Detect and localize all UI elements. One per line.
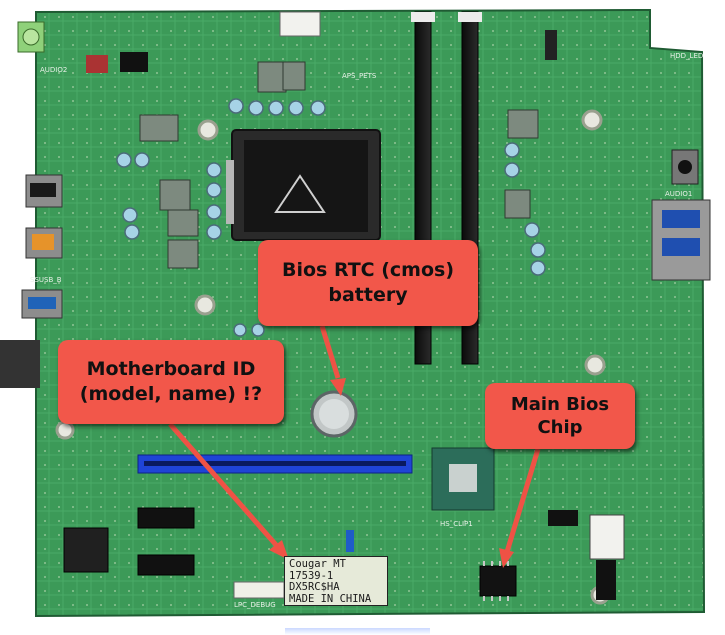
sticker-line-2: 17539-1: [289, 569, 334, 582]
rear-io: [0, 21, 63, 388]
silk-hs-clip: HS_CLIP1: [440, 520, 473, 528]
pcie-x1-slot-1: [137, 507, 195, 529]
silk-audio2: AUDIO2: [40, 66, 68, 74]
silk-audio1: AUDIO1: [665, 190, 693, 198]
callout-main-bios-chip: Main Bios Chip: [485, 383, 635, 449]
cpu-socket-icon: [226, 129, 381, 241]
chipset-icon: [431, 447, 495, 511]
silk-hdd-led: HDD_LED: [670, 52, 704, 60]
callout-rtc-line-1: Bios RTC (cmos): [281, 259, 455, 282]
callout-bios-line-2: Chip: [537, 417, 583, 438]
callout-id-line-2: (model, name) !?: [79, 383, 263, 405]
bios-chip-icon: [479, 561, 517, 601]
callout-rtc-battery: Bios RTC (cmos) battery: [258, 240, 478, 326]
board-id-sticker: Cougar MT 17539-1 DX5RC$HA MADE IN CHINA: [284, 556, 388, 606]
silk-ssusb: SSUSB_B: [30, 276, 62, 284]
right-io: [651, 149, 711, 281]
silk-aps-pets: APS_PETS: [342, 72, 377, 80]
pcie-x1-slot-2: [137, 554, 195, 576]
silk-lpc-debug: LPC_DEBUG: [234, 601, 276, 609]
vrm-area: [139, 61, 539, 269]
sticker-line-1: Cougar MT: [289, 558, 346, 570]
callout-motherboard-id: Motherboard ID (model, name) !?: [58, 340, 284, 424]
callout-arrows: [168, 325, 541, 568]
cmos-battery-icon: [310, 390, 358, 438]
sticker-line-3: DX5RC$HA: [289, 581, 340, 593]
callout-bios-line-1: Main Bios: [510, 393, 610, 415]
sticker-line-4: MADE IN CHINA: [289, 592, 372, 605]
pcie-x16-slot: [137, 454, 413, 474]
bottom-glow: [285, 628, 430, 635]
callout-rtc-line-2: battery: [328, 284, 408, 306]
callout-id-line-1: Motherboard ID: [86, 358, 256, 381]
capacitors: [116, 98, 546, 337]
